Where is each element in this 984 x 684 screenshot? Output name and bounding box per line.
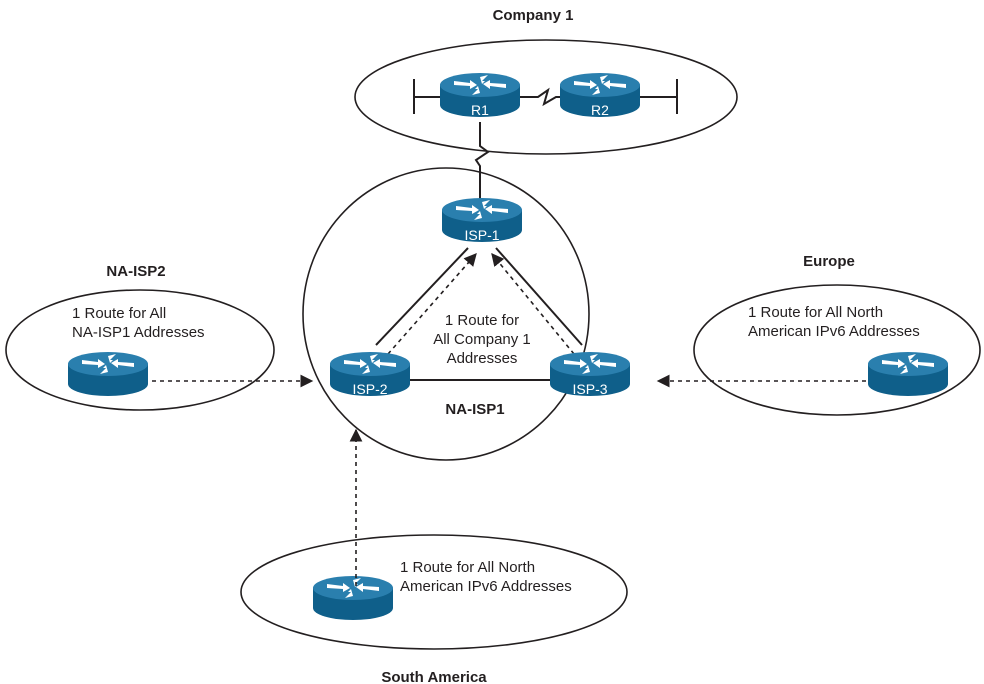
na-isp1-note-line3: Addresses — [447, 350, 518, 367]
isp2-to-isp1-route-arrow — [387, 253, 477, 355]
europe-note-line2: American IPv6 Addresses — [748, 323, 920, 340]
company1-title: Company 1 — [493, 7, 574, 24]
europe-cloud — [693, 284, 981, 416]
router-r2-label: R2 — [591, 102, 609, 118]
router-isp2: ISP-2 — [330, 352, 410, 397]
south-america-title: South America — [381, 669, 487, 684]
router-r2: R2 — [560, 73, 640, 118]
south-america-cloud — [240, 534, 628, 650]
na-isp2-title: NA-ISP2 — [106, 263, 165, 280]
na-isp1-cloud — [302, 167, 590, 461]
south-america-note-line1: 1 Route for All North — [400, 559, 535, 576]
router-isp2-label: ISP-2 — [352, 381, 387, 397]
company1-cloud — [354, 39, 738, 155]
router-r1: R1 — [440, 73, 520, 118]
router-europe — [868, 352, 948, 396]
router-na-isp2 — [68, 352, 148, 396]
na-isp1-title: NA-ISP1 — [445, 401, 504, 418]
na-isp2-note-line1: 1 Route for All — [72, 305, 166, 322]
router-isp1: ISP-1 — [442, 198, 522, 243]
router-south-america — [313, 576, 393, 620]
europe-note-line1: 1 Route for All North — [748, 304, 883, 321]
na-isp1-note-line1: 1 Route for — [445, 312, 519, 329]
na-isp2-note-line2: NA-ISP1 Addresses — [72, 324, 205, 341]
europe-title: Europe — [803, 253, 855, 270]
isp1-isp3-link — [495, 247, 583, 346]
isp1-isp2-link — [375, 247, 469, 346]
router-isp1-label: ISP-1 — [464, 227, 499, 243]
isp3-to-isp1-route-arrow — [491, 253, 575, 355]
router-r1-label: R1 — [471, 102, 489, 118]
na-isp1-note-line2: All Company 1 — [433, 331, 531, 348]
na-isp2-cloud — [5, 289, 275, 411]
r1-isp1-serial-link — [474, 122, 490, 199]
south-america-note-line2: American IPv6 Addresses — [400, 578, 572, 595]
router-isp3-label: ISP-3 — [572, 381, 607, 397]
r1-r2-serial-link — [518, 87, 564, 107]
router-isp3: ISP-3 — [550, 352, 630, 397]
